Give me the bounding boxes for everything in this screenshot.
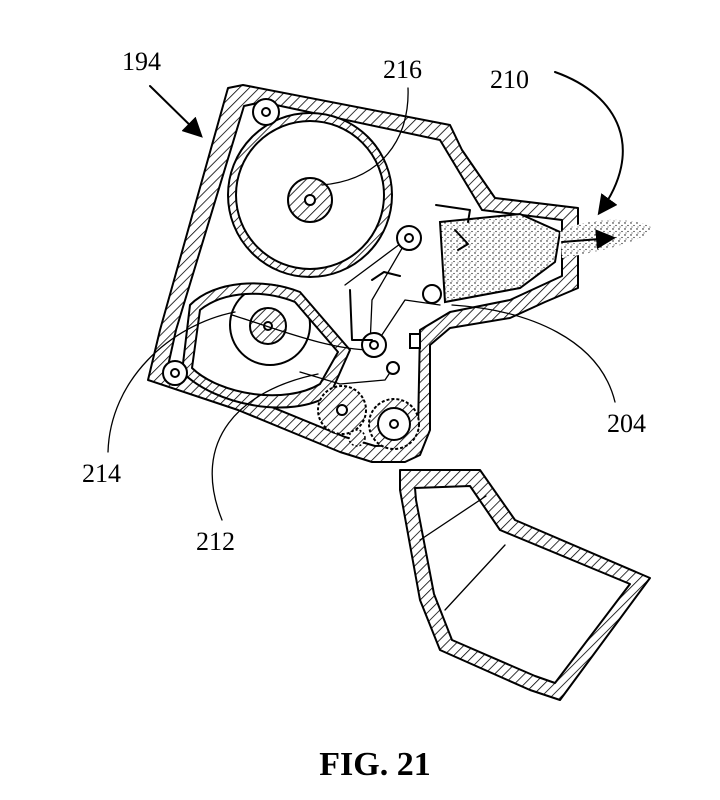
tape-line-upper bbox=[344, 237, 409, 346]
small-gear bbox=[348, 429, 366, 447]
upper-reel-axle bbox=[304, 194, 316, 206]
guide-roller-lower-axle bbox=[369, 340, 379, 350]
leader-212 bbox=[211, 373, 319, 521]
leader-216 bbox=[321, 87, 409, 186]
dispenser-handle bbox=[399, 469, 651, 701]
sensor-block bbox=[409, 333, 421, 349]
leader-210 bbox=[554, 71, 624, 216]
housing-wall bbox=[147, 84, 579, 463]
leader-204 bbox=[451, 304, 616, 403]
figure-caption: FIG. 21 bbox=[319, 746, 430, 783]
top-corner-roller-axle bbox=[261, 107, 271, 117]
tension-pin bbox=[386, 361, 400, 375]
lower-reel bbox=[181, 282, 351, 409]
applicator-roller bbox=[422, 284, 442, 304]
nozzle-valve bbox=[435, 204, 471, 251]
label-194: 194 bbox=[122, 47, 161, 76]
leader-214 bbox=[107, 311, 236, 453]
label-214: 214 bbox=[82, 459, 121, 488]
label-210: 210 bbox=[490, 65, 529, 94]
guide-roller-upper-axle bbox=[404, 233, 414, 243]
spray-nozzle bbox=[435, 204, 652, 304]
label-204: 204 bbox=[607, 409, 646, 438]
spray-direction-arrow bbox=[561, 229, 616, 250]
dispenser-housing bbox=[147, 84, 579, 463]
upper-reel bbox=[227, 112, 393, 278]
nozzle-chamber bbox=[438, 212, 562, 304]
leader-194 bbox=[149, 85, 203, 138]
drive-gear-axle bbox=[336, 404, 348, 416]
tension-arm bbox=[349, 271, 401, 341]
corner-rollers bbox=[162, 98, 280, 386]
reference-labels: 194 216 210 204 214 212 bbox=[82, 47, 646, 556]
handle-wall bbox=[399, 469, 651, 701]
idler-gear-axle bbox=[389, 419, 399, 429]
label-212: 212 bbox=[196, 527, 235, 556]
handle-divider bbox=[419, 495, 506, 611]
gear-train bbox=[317, 385, 420, 450]
bottom-corner-roller-axle bbox=[170, 368, 180, 378]
tape-path bbox=[231, 225, 442, 385]
label-216: 216 bbox=[383, 55, 422, 84]
